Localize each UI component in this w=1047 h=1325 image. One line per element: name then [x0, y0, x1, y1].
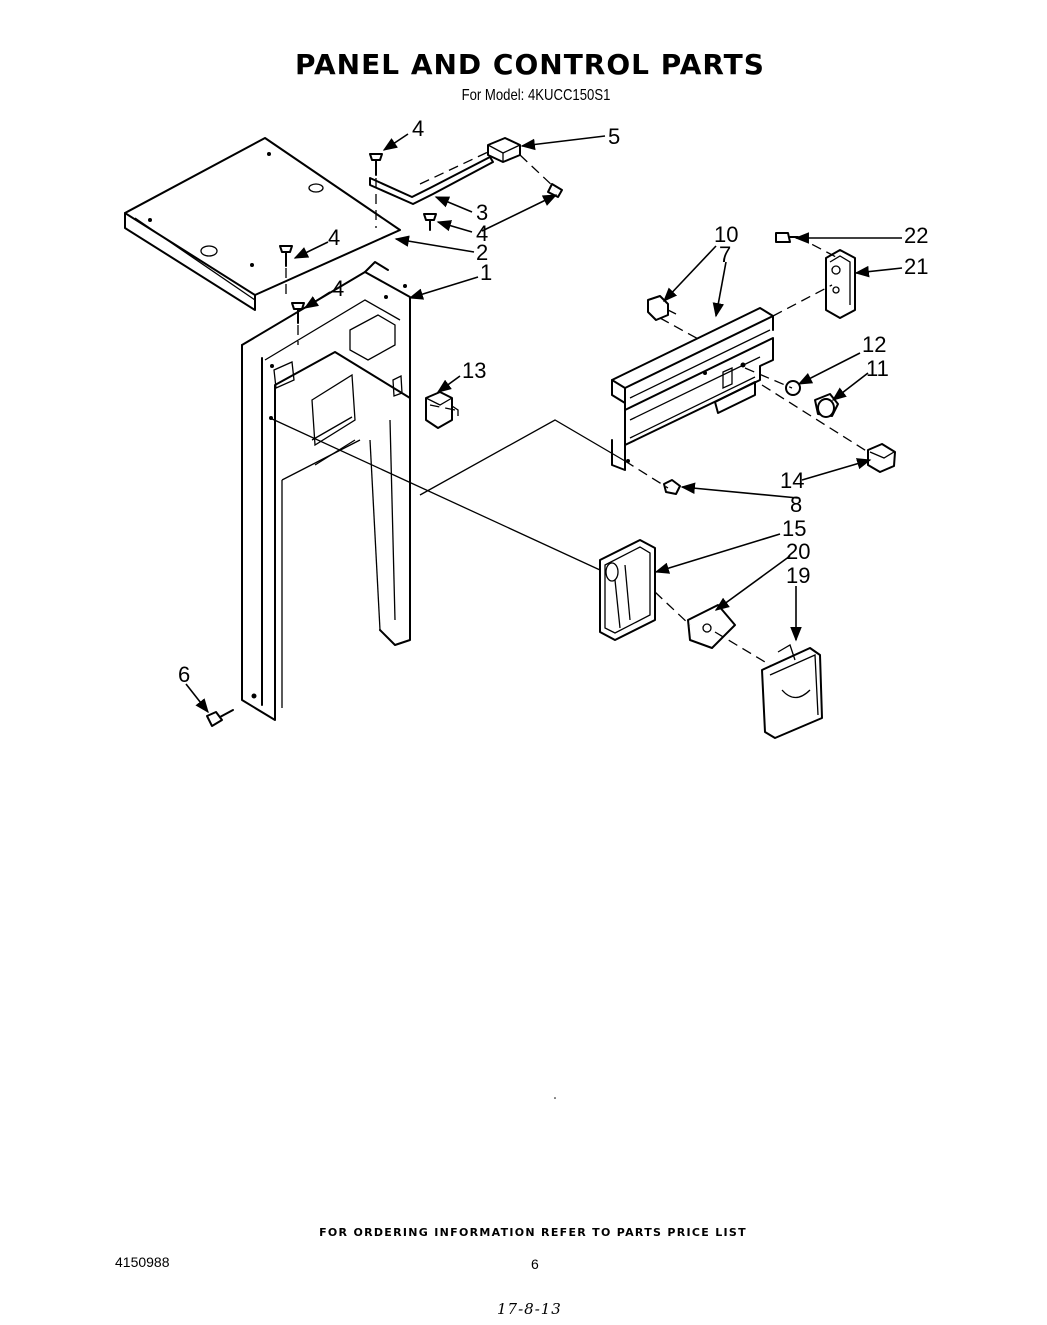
callout-4: 4: [328, 225, 340, 250]
bracket: [369, 156, 494, 205]
connector: [647, 295, 677, 321]
callout-6: 6: [178, 662, 190, 687]
lever-disc: [687, 604, 736, 649]
callout-8: 8: [790, 492, 802, 517]
callout-2: 2: [476, 240, 488, 265]
handwritten-date: 17-8-13: [497, 1300, 562, 1318]
control-bracket: [611, 307, 774, 471]
callout-11: 11: [866, 356, 889, 381]
callout-13: 13: [462, 358, 486, 383]
side-panel: [241, 261, 411, 721]
callout-7: 7: [719, 242, 731, 267]
callout-3: 3: [476, 200, 488, 225]
callout-1: 1: [480, 260, 492, 285]
assembly-lines: [269, 151, 869, 666]
top-cover-plate: [124, 137, 401, 311]
actuator-plate: [761, 644, 823, 739]
callout-4: 4: [412, 116, 424, 141]
model-subtitle: For Model: 4KUCC150S1: [461, 87, 611, 104]
screws: [206, 153, 799, 727]
callout-4: 4: [332, 276, 344, 301]
dispenser-housing: [599, 539, 656, 641]
callout-12: 12: [862, 332, 886, 357]
callout-labels: 4 5 3 4 2 4 1 4 10 7 22 21 12 11 13 14 8…: [178, 116, 928, 687]
rotary-switch: [867, 443, 896, 473]
page-number: 6: [531, 1256, 539, 1272]
callout-5: 5: [608, 124, 620, 149]
speck: [554, 1097, 556, 1099]
callout-10: 10: [714, 222, 738, 247]
switch-housing: [825, 249, 856, 319]
page-title: PANEL AND CONTROL PARTS: [295, 48, 765, 81]
leader-lines: [185, 133, 903, 714]
callout-22: 22: [904, 223, 928, 248]
clip: [487, 137, 521, 163]
callout-20: 20: [786, 539, 810, 564]
callout-19: 19: [786, 563, 810, 588]
knob-assembly: [785, 380, 839, 418]
callout-14: 14: [780, 468, 804, 493]
ordering-note: FOR ORDERING INFORMATION REFER TO PARTS …: [319, 1226, 747, 1239]
callout-15: 15: [782, 516, 806, 541]
callout-4: 4: [476, 221, 488, 246]
callout-21: 21: [904, 254, 928, 279]
document-number: 4150988: [115, 1254, 170, 1270]
